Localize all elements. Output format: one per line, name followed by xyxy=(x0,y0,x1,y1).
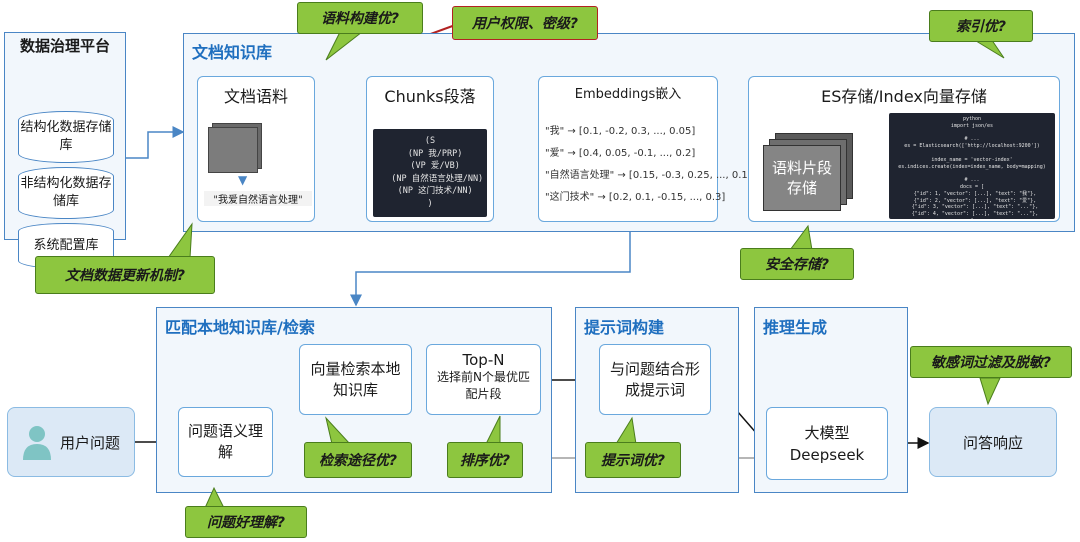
chunks-title: Chunks段落 xyxy=(384,87,476,106)
prompt-title: 提示词构建 xyxy=(584,318,665,337)
embeddings-title: Embeddings嵌入 xyxy=(574,87,682,102)
note-index: 索引优? xyxy=(929,10,1033,42)
vector-search-box: 向量检索本地知识库 xyxy=(299,344,412,415)
doc-corpus-box: 文档语料 ▼ "我爱自然语言处理" xyxy=(197,76,315,222)
doc-corpus-title: 文档语料 xyxy=(223,87,288,106)
user-question-box: 用户问题 xyxy=(7,407,135,477)
doc-caption: "我爱自然语言处理" xyxy=(204,191,312,206)
note-secure: 安全存储? xyxy=(740,248,854,280)
topn-box: Top-N 选择前N个最优匹配片段 xyxy=(426,344,541,415)
user-question-label: 用户问题 xyxy=(59,433,120,452)
embedding-line: "这门技术" → [0.2, 0.1, -0.15, ..., 0.3] xyxy=(545,192,726,203)
doc-kb-title: 文档知识库 xyxy=(192,43,273,62)
semantic-understanding-box: 问题语义理解 xyxy=(178,407,273,477)
answer-response-box: 问答响应 xyxy=(929,407,1057,477)
es-storage-box: ES存储/Index向量存储 语料片段存储 python import json… xyxy=(748,76,1060,222)
embedding-line: "自然语言处理" → [0.15, -0.3, 0.25, ..., 0.1] xyxy=(545,170,752,181)
data-governance-panel: 数据治理平台 结构化数据存储库 非结构化数据存储库 系统配置库 xyxy=(4,32,126,269)
platform-title: 数据治理平台 xyxy=(19,37,110,55)
note-sensitive: 敏感词过滤及脱敏? xyxy=(910,346,1072,378)
note-corpus: 语料构建优? xyxy=(297,2,423,34)
user-icon xyxy=(22,426,51,460)
note-rank: 排序优? xyxy=(447,442,523,478)
note-retrieve: 检索途径优? xyxy=(304,442,412,478)
topn-title: Top-N xyxy=(462,351,505,369)
embeddings-list: "我" → [0.1, -0.2, 0.3, ..., 0.05] "爱" → … xyxy=(545,121,752,209)
infer-title: 推理生成 xyxy=(763,318,828,337)
note-update: 文档数据更新机制? xyxy=(35,256,215,294)
prompt-compose-box: 与问题结合形成提示词 xyxy=(599,344,711,415)
topn-subtitle: 选择前N个最优匹配片段 xyxy=(437,370,530,401)
embeddings-box: Embeddings嵌入 "我" → [0.1, -0.2, 0.3, ...,… xyxy=(538,76,752,222)
match-title: 匹配本地知识库/检索 xyxy=(165,318,315,337)
note-prompt-opt: 提示词优? xyxy=(585,442,681,478)
down-arrow-icon: ▼ xyxy=(238,173,248,187)
llm-deepseek-box: 大模型Deepseek xyxy=(766,407,888,480)
corpus-segment-store: 语料片段存储 xyxy=(763,145,841,211)
structured-db: 结构化数据存储库 xyxy=(18,111,114,163)
chunks-code: (S (NP 我/PRP) (VP 爱/VB) (NP 自然语言处理/NN) (… xyxy=(373,129,487,217)
note-understand: 问题好理解? xyxy=(185,506,307,538)
note-permission: 用户权限、密级? xyxy=(452,6,598,40)
embedding-line: "爱" → [0.4, 0.05, -0.1, ..., 0.2] xyxy=(545,148,696,159)
embedding-line: "我" → [0.1, -0.2, 0.3, ..., 0.05] xyxy=(545,126,696,137)
unstructured-db: 非结构化数据存储库 xyxy=(18,167,114,219)
chunks-box: Chunks段落 (S (NP 我/PRP) (VP 爱/VB) (NP 自然语… xyxy=(366,76,494,222)
es-storage-title: ES存储/Index向量存储 xyxy=(821,87,987,106)
document-sheet-icon xyxy=(208,127,258,173)
es-code: python import json/es # ... es = Elastic… xyxy=(889,113,1055,219)
